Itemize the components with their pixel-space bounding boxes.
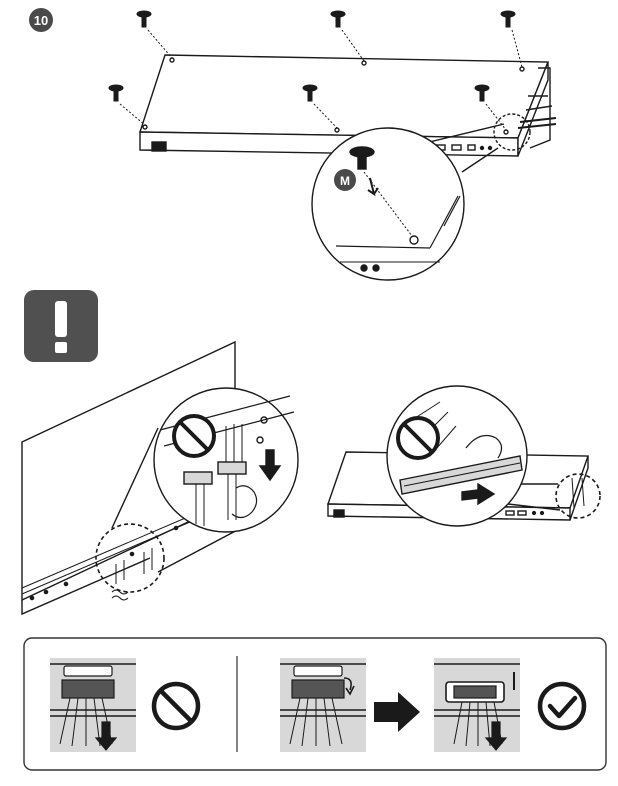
svg-text:10: 10 [34,13,48,28]
step-badge: 10 [29,8,53,32]
screw-guide-lines [119,29,523,131]
svg-text:M: M [340,174,350,188]
arrow-right-icon [374,692,420,732]
prohibited-icon [172,414,216,458]
screw-type-badge: M [334,169,356,191]
connector-correct-step-1 [280,658,366,752]
checkmark-icon [537,681,587,731]
screw-callout-magnifier [311,123,505,281]
screw-group [108,10,516,102]
connector-correct-step-2 [434,658,520,752]
exclamation-icon [24,290,98,362]
connector-wrong-method [50,658,136,752]
prohibited-icon [396,416,440,460]
monitor-wall-view [21,340,299,616]
monitor-cable-view [327,385,601,527]
prohibited-icon [151,681,201,731]
